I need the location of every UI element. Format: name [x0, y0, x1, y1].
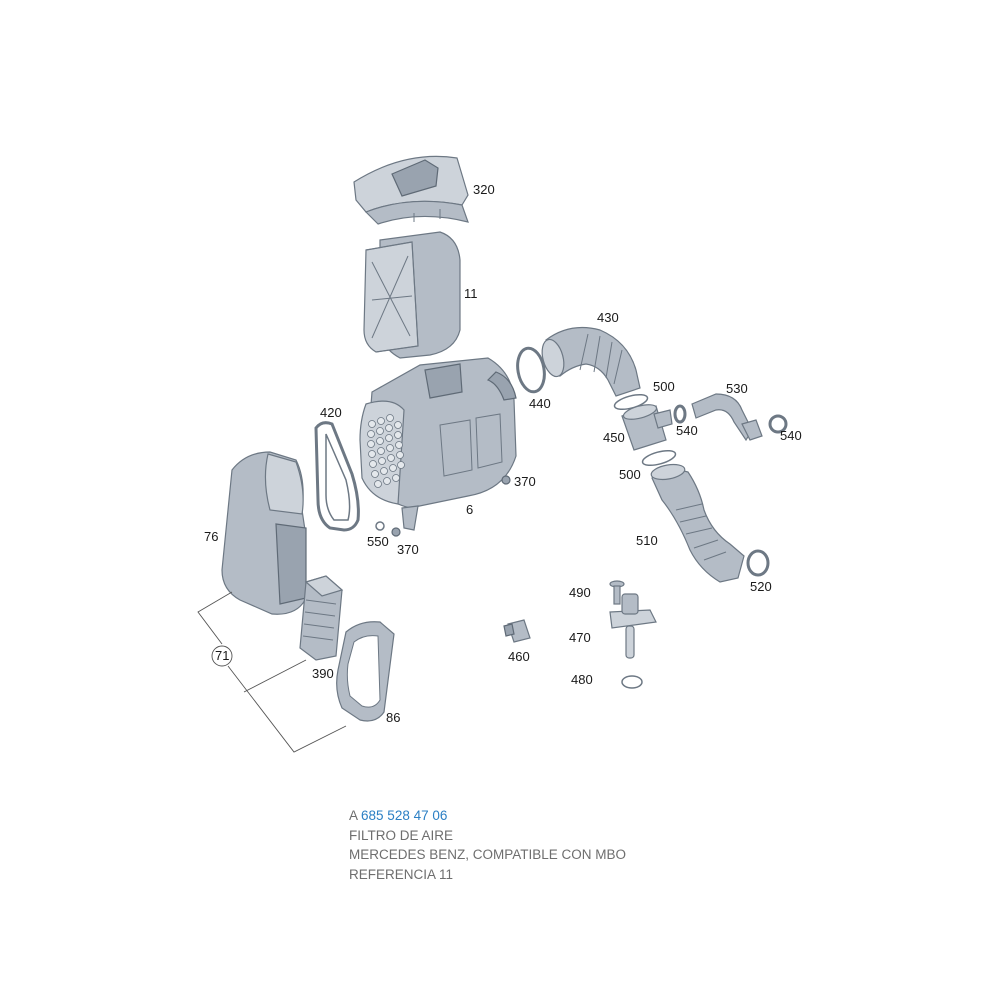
- callout-530: 530: [726, 381, 748, 396]
- callout-550: 550: [367, 534, 389, 549]
- callout-500-lower: 500: [619, 467, 641, 482]
- caption-description: FILTRO DE AIRE: [349, 827, 454, 843]
- part-510-hose: [650, 463, 745, 583]
- part-390-insert: [299, 575, 344, 661]
- part-number-link[interactable]: 685 528 47 06: [361, 808, 448, 823]
- caption-reference: REFERENCIA 11: [349, 866, 454, 882]
- part-320-cover: [353, 155, 469, 225]
- part-11-filter-element: [363, 231, 461, 359]
- callout-520: 520: [750, 579, 772, 594]
- callout-370-left: 370: [397, 542, 419, 557]
- part-540-clips: [673, 404, 788, 434]
- callout-71: 71: [215, 648, 230, 663]
- callout-430: 430: [597, 310, 619, 325]
- callout-450: 450: [603, 430, 625, 445]
- part-420-gasket: [314, 421, 360, 532]
- callout-320: 320: [473, 182, 495, 197]
- part-470-sensor: [609, 593, 657, 659]
- part-caption: A 685 528 47 06 FILTRO DE AIRE MERCEDES …: [349, 806, 626, 884]
- assembly-71-bracket: [197, 591, 347, 753]
- callout-490: 490: [569, 585, 591, 600]
- part-370-screw-left: [391, 527, 401, 537]
- callout-440: 440: [529, 396, 551, 411]
- callout-6: 6: [466, 502, 474, 517]
- callout-11: 11: [464, 286, 478, 301]
- caption-part-number-line: A 685 528 47 06: [349, 806, 626, 826]
- part-86-frame: [336, 621, 395, 722]
- callout-460: 460: [508, 649, 530, 664]
- part-370-screw-right: [501, 475, 511, 485]
- callout-390: 390: [312, 666, 334, 681]
- part-490-screw: [609, 580, 625, 605]
- callout-510: 510: [636, 533, 658, 548]
- part-450-connector: [621, 404, 673, 451]
- part-550-washer: [375, 521, 385, 531]
- part-6-housing: [359, 357, 517, 531]
- caption-prefix: A: [349, 808, 358, 823]
- caption-compatibility: MERCEDES BENZ, COMPATIBLE CON MBO: [349, 847, 627, 862]
- callout-500-upper: 500: [653, 379, 675, 394]
- callout-86: 86: [386, 710, 401, 725]
- callout-470: 470: [569, 630, 591, 645]
- callout-540-right: 540: [780, 428, 802, 443]
- callout-76: 76: [204, 529, 219, 544]
- part-76-cover: [221, 451, 307, 615]
- part-520-clamp: [746, 549, 770, 577]
- callout-540-left: 540: [676, 423, 698, 438]
- part-480-seal: [621, 675, 643, 689]
- part-460-plug: [503, 619, 531, 643]
- callout-480: 480: [571, 672, 593, 687]
- part-530-hose: [691, 393, 763, 442]
- callout-420: 420: [320, 405, 342, 420]
- part-440-clamp: [516, 346, 546, 394]
- part-430-bellow: [541, 327, 641, 397]
- callout-370-right: 370: [514, 474, 536, 489]
